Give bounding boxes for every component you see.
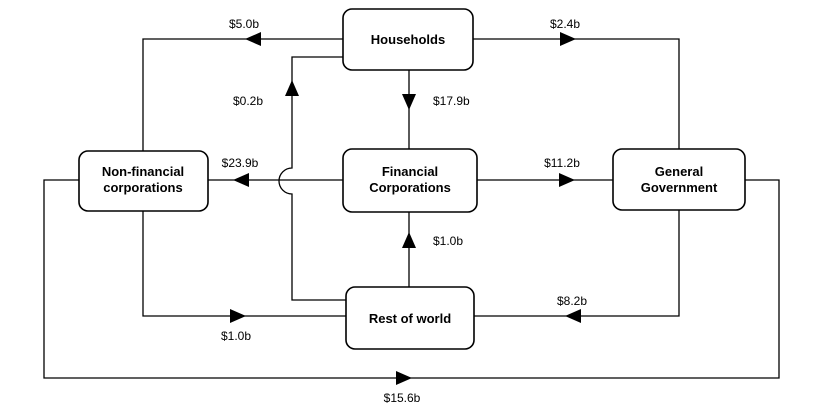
flow-label-nonfinancial-to-rest-of-world: $1.0b bbox=[221, 329, 251, 343]
node-general-government: General Government bbox=[612, 148, 746, 211]
node-nonfinancial-label-line2: corporations bbox=[103, 180, 182, 195]
arrowhead-nonfinancial-to-rest-of-world bbox=[230, 309, 246, 323]
flow-line-households-to-government bbox=[473, 38, 680, 149]
node-nonfinancial-corporations: Non-financial corporations bbox=[78, 150, 209, 212]
node-financial-label-line1: Financial bbox=[382, 164, 438, 179]
arrowhead-nonfinancial-to-government bbox=[396, 371, 412, 385]
node-nonfinancial-label-line1: Non-financial bbox=[102, 164, 184, 179]
flow-label-government-to-rest-of-world: $8.2b bbox=[557, 294, 587, 308]
arrowhead-households-to-nonfinancial bbox=[245, 32, 261, 46]
node-households: Households bbox=[342, 8, 474, 71]
flow-line-rest-of-world-to-households bbox=[278, 56, 346, 301]
flow-label-rest-of-world-to-financial: $1.0b bbox=[433, 234, 463, 248]
flow-label-households-to-government: $2.4b bbox=[550, 17, 580, 31]
arrowhead-government-to-rest-of-world bbox=[565, 309, 581, 323]
node-government-box bbox=[612, 148, 746, 211]
flow-line-nonfinancial-to-rest-of-world bbox=[142, 210, 346, 317]
arrowhead-rest-of-world-to-households bbox=[285, 80, 299, 96]
flow-label-households-to-financial: $17.9b bbox=[433, 94, 470, 108]
node-government-label-line1: General bbox=[655, 164, 703, 179]
flow-line-households-to-nonfinancial bbox=[142, 38, 343, 151]
node-financial-label-line2: Corporations bbox=[369, 180, 451, 195]
node-financial-box bbox=[342, 148, 478, 213]
flow-label-nonfinancial-to-government: $15.6b bbox=[384, 391, 421, 405]
node-households-box bbox=[342, 8, 474, 71]
flow-line-government-to-rest-of-world bbox=[474, 210, 680, 317]
node-households-label: Households bbox=[371, 32, 445, 47]
arrowhead-rest-of-world-to-financial bbox=[402, 232, 416, 248]
node-financial-corporations: Financial Corporations bbox=[342, 148, 478, 213]
flow-label-households-to-nonfinancial: $5.0b bbox=[229, 17, 259, 31]
arrowhead-financial-to-nonfinancial bbox=[233, 173, 249, 187]
arrowhead-households-to-financial bbox=[402, 94, 416, 110]
arrowhead-households-to-government bbox=[560, 32, 576, 46]
flow-label-financial-to-government: $11.2b bbox=[544, 156, 580, 170]
node-nonfinancial-box bbox=[78, 150, 209, 212]
arrowhead-financial-to-government bbox=[559, 173, 575, 187]
node-rest-of-world-box bbox=[345, 286, 475, 350]
node-rest-of-world: Rest of world bbox=[345, 286, 475, 350]
flow-label-financial-to-nonfinancial: $23.9b bbox=[222, 156, 259, 170]
flow-label-rest-of-world-to-households: $0.2b bbox=[233, 94, 263, 108]
node-government-label-line2: Government bbox=[641, 180, 718, 195]
node-rest-of-world-label: Rest of world bbox=[369, 311, 451, 326]
